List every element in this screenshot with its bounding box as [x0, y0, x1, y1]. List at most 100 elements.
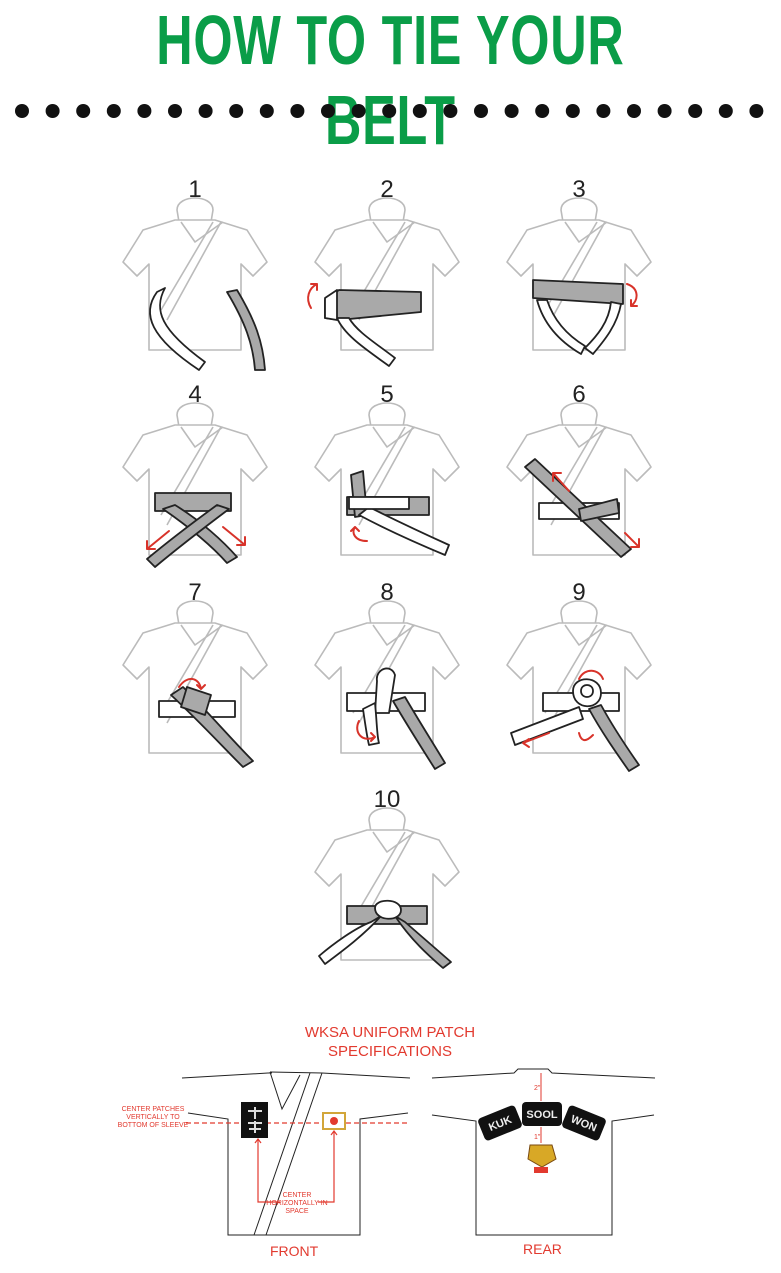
divider-dot [749, 104, 764, 118]
step-number: 10 [373, 786, 401, 813]
jacket-outline [506, 197, 652, 351]
head-outline [368, 807, 406, 833]
belt-knot-inner [580, 684, 594, 698]
dotted-divider [15, 104, 764, 118]
divider-dot [198, 104, 213, 118]
divider-dot [106, 104, 121, 118]
divider-dot [168, 104, 182, 118]
divider-dot [76, 104, 91, 118]
collar-line [180, 426, 224, 448]
spec-title-line2: SPECIFICATIONS [328, 1043, 452, 1060]
step-number: 2 [380, 176, 394, 203]
step-4: 4 [105, 381, 285, 585]
step-8: 8 [297, 579, 477, 783]
rear-label: REAR [523, 1241, 562, 1257]
divider-dot [321, 104, 335, 118]
step-6-illustration [506, 402, 652, 558]
collar-line [372, 426, 416, 448]
step-number: 1 [188, 176, 202, 203]
divider-dot [290, 104, 305, 118]
left-note: CENTER PATCHES VERTICALLY TO BOTTOM OF S… [117, 1106, 189, 1129]
arrow-tuck [350, 526, 368, 542]
collar-line [372, 831, 416, 853]
arrow-up-left [552, 472, 570, 492]
belt-hanging-right [584, 301, 622, 355]
arrow-wrap-right [626, 283, 638, 307]
step-3: 3 [489, 176, 669, 380]
arrow-loop [178, 678, 206, 690]
step-2: 2 [297, 176, 477, 380]
arrow-down-left [146, 530, 170, 550]
belt-crossing-left [146, 504, 230, 568]
step-number: 7 [188, 579, 202, 606]
step-number: 9 [572, 579, 586, 606]
jacket-outline [314, 402, 460, 556]
step-8-illustration [314, 600, 460, 770]
step-3-illustration [506, 197, 652, 355]
belt-overlap [578, 498, 620, 522]
step-4-illustration [122, 402, 268, 568]
rear-uniform-outline [431, 1068, 656, 1236]
belt-end-down [362, 702, 380, 746]
arrow-up-left [307, 283, 318, 309]
divider-dot [15, 104, 29, 118]
head-outline [368, 600, 406, 626]
divider-dot [443, 104, 458, 118]
divider-dot [596, 104, 611, 118]
head-outline [176, 600, 214, 626]
rear-measure-mid: 1" [534, 1134, 541, 1141]
collar-line [564, 221, 608, 243]
front-label: FRONT [270, 1243, 319, 1259]
divider-dot [688, 104, 703, 118]
jacket-outline [314, 807, 460, 961]
flag-patch-emblem [330, 1117, 338, 1125]
front-collar-top [269, 1071, 323, 1074]
step-number: 4 [188, 381, 202, 408]
rear-patch-bg [478, 1105, 522, 1141]
center-arrowheads [254, 1130, 338, 1144]
belt-left-end [149, 287, 206, 371]
wksa-emblem [527, 1144, 557, 1168]
step-2-illustration [307, 197, 460, 367]
belt-top-layer [348, 496, 410, 510]
divider-dot [137, 104, 152, 118]
step-9-illustration [506, 600, 652, 772]
center-bracket [257, 1131, 335, 1203]
belt-end-left [318, 915, 382, 965]
divider-dot [412, 104, 427, 118]
head-outline [176, 402, 214, 428]
jacket-body [122, 424, 268, 556]
belt-end-left [324, 289, 338, 321]
divider-dot [535, 104, 550, 118]
rear-patch-bg [522, 1102, 562, 1126]
front-shoulders [181, 1072, 411, 1079]
rear-patch-won: WON [562, 1105, 606, 1141]
page-title: HOW TO TIE YOUR BELT [156, 1, 625, 159]
lapel-line [160, 221, 222, 321]
divider-dot [565, 104, 580, 118]
wksa-emblem-base [534, 1167, 548, 1173]
collar-line [564, 426, 608, 448]
divider-dot [657, 104, 672, 118]
belt-hanging-left [536, 299, 586, 355]
step-number: 8 [380, 579, 394, 606]
divider-dot [259, 104, 274, 118]
jacket-body [314, 424, 460, 556]
arrow-loop-top [578, 669, 604, 680]
rear-patch-kuk: KUK [478, 1105, 522, 1141]
head-outline [368, 402, 406, 428]
head-outline [560, 402, 598, 428]
step-7: 7 [105, 579, 285, 783]
belt-end-right [588, 704, 640, 772]
divider-dot [627, 104, 641, 118]
jacket-outline [122, 600, 268, 754]
front-left-patch-glyph [248, 1107, 262, 1133]
step-9: 9 [489, 579, 669, 783]
arrow-pull [356, 720, 376, 742]
arrow-pull-left [522, 732, 550, 748]
belt-knot-start [180, 686, 212, 716]
belt-wrap-front [532, 279, 624, 305]
rear-patch-sool: SOOL [522, 1102, 562, 1126]
